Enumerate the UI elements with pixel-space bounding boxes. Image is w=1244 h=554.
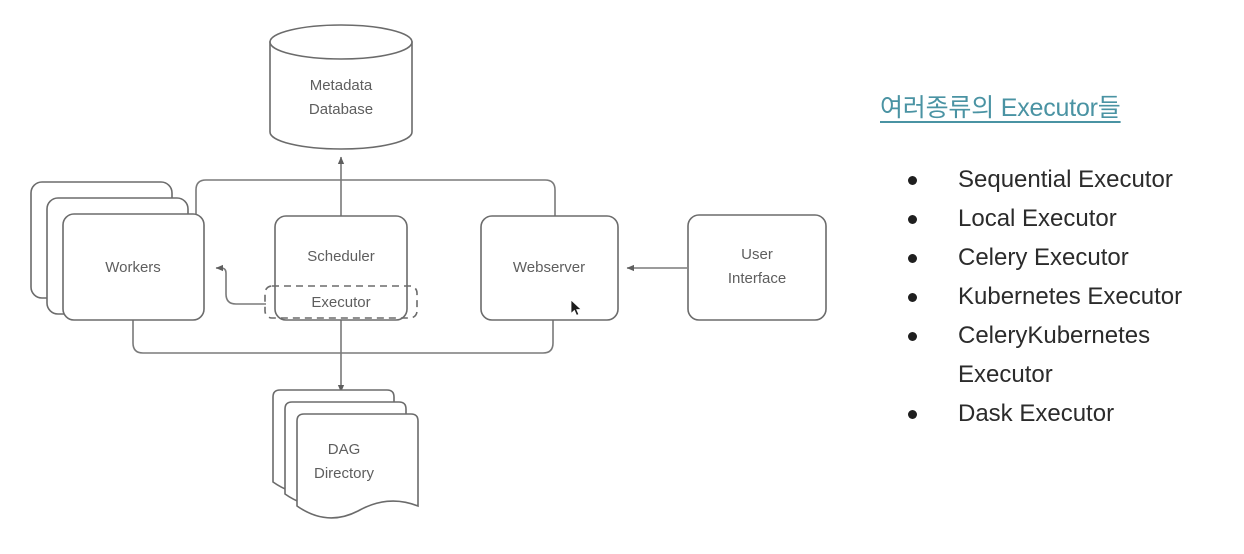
list-item-label: Celery Executor [958,244,1129,271]
bullet-icon [908,410,917,419]
node-workers[interactable]: Workers [30,181,205,321]
bullet-icon [908,293,917,302]
workers-stack-front [62,213,205,321]
executor-types-heading: 여러종류의 Executor들 [880,94,1121,122]
executor-types-list: Sequential Executor Local Executor Celer… [880,160,1240,433]
list-item-label: CeleryKubernetes [958,322,1151,349]
dag-directory-label-line2: Directory [314,465,375,482]
node-metadata-database[interactable]: Metadata Database [269,24,413,150]
node-executor[interactable]: Executor [264,285,418,319]
workers-label: Workers [105,259,161,276]
bullet-icon [908,215,917,224]
bullet-icon [908,176,917,185]
list-item-label: Dask Executor [958,400,1115,427]
connector-bottom-bus [132,320,554,354]
executor-label: Executor [311,294,370,311]
executor-types-panel: 여러종류의 Executor들 Sequential Executor Loca… [880,88,1240,433]
dag-directory-label-line1: DAG [328,441,361,458]
node-webserver[interactable]: Webserver [480,215,619,321]
bullet-icon [908,332,917,341]
node-scheduler[interactable]: Scheduler [274,215,408,321]
list-item[interactable]: Kubernetes Executor [880,277,1240,316]
list-item-label: Sequential Executor [958,166,1173,193]
list-item[interactable]: Dask Executor [880,394,1240,433]
connector-executor-to-workers [215,264,266,305]
scheduler-label: Scheduler [307,248,375,265]
user-interface-label-line1: User [741,246,773,263]
list-item[interactable]: Sequential Executor [880,160,1240,199]
user-interface-label-line2: Interface [728,270,786,287]
list-item-continuation[interactable]: Executor [880,355,1240,394]
list-item-label: Kubernetes Executor [958,283,1183,310]
dag-directory-stack-front [296,413,419,519]
metadata-database-label-line1: Metadata [310,77,373,94]
metadata-database-label-line2: Database [309,101,373,118]
list-item[interactable]: Celery Executor [880,238,1240,277]
node-dag-directory[interactable]: DAG Directory [272,389,419,519]
node-user-interface[interactable]: User Interface [687,214,827,321]
list-item-label: Executor [958,361,1053,388]
webserver-label: Webserver [513,259,585,276]
connector-top-bus [195,179,556,318]
list-item-label: Local Executor [958,205,1117,232]
list-item[interactable]: CeleryKubernetes [880,316,1240,355]
bullet-icon [908,254,917,263]
list-item[interactable]: Local Executor [880,199,1240,238]
